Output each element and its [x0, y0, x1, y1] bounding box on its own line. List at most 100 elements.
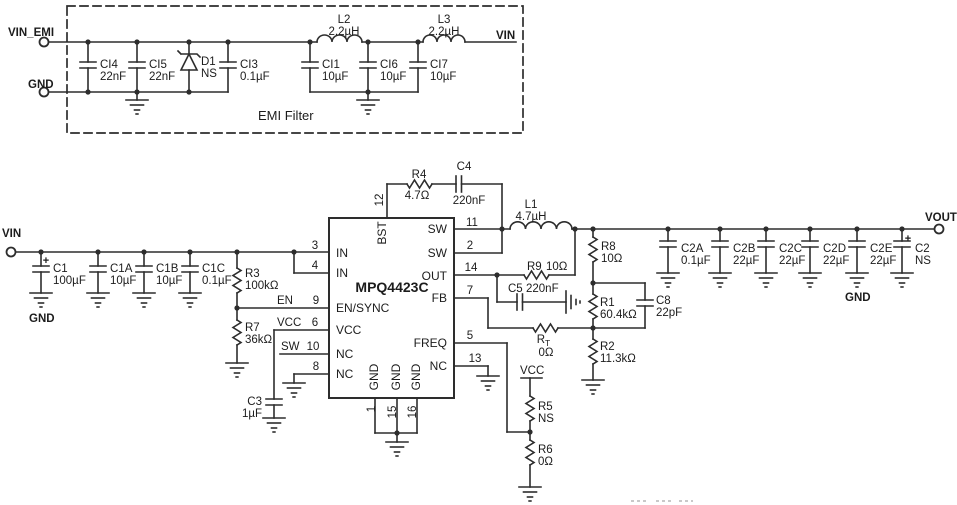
val-RT: 0Ω — [539, 347, 554, 359]
ref-C1: C1 — [53, 263, 68, 275]
pin-number-2: 2 — [467, 240, 473, 252]
out-sense-network — [453, 228, 581, 314]
val-L2: 2.2µH — [329, 26, 360, 38]
ic-pin-name-sw2: SW — [428, 246, 448, 260]
ref-R9: R9 — [527, 261, 542, 273]
ref-C2C: C2C — [779, 243, 802, 255]
val-C2: NS — [915, 255, 931, 267]
ref-C2: C2 — [915, 243, 930, 255]
val-R8: 10Ω — [601, 253, 623, 265]
ref-R5: R5 — [538, 401, 553, 413]
fb-network — [453, 297, 594, 333]
ref-R1: R1 — [600, 297, 615, 309]
vin-emi-terminal — [38, 36, 50, 48]
vin-net-label-emi: VIN — [496, 30, 515, 42]
emi-filter-title: EMI Filter — [258, 108, 314, 123]
pin-number-8: 8 — [313, 361, 319, 373]
val-R9: 10Ω — [546, 261, 568, 273]
vout-terminal-label: VOUT — [925, 212, 957, 224]
ic-pin-name-vcc: VCC — [336, 323, 362, 337]
val-R4: 4.7Ω — [405, 190, 430, 202]
ref-R8: R8 — [601, 241, 616, 253]
val-C1C: 0.1µF — [202, 275, 232, 287]
capacitor-CI1 — [301, 41, 319, 93]
vcc2-net-label: VCC — [520, 365, 544, 377]
ref-L3: L3 — [438, 14, 451, 26]
ref-C2A: C2A — [681, 243, 704, 255]
ic-pin-name-nc10: NC — [336, 347, 354, 361]
ref-CI4: CI4 — [100, 59, 119, 71]
ref-CI5: CI5 — [149, 59, 167, 71]
val-D1: NS — [201, 68, 217, 80]
val-R2: 11.3kΩ — [600, 353, 636, 365]
val-C2C: 22µF — [779, 255, 805, 267]
ref-R3: R3 — [245, 268, 260, 280]
val-R6: 0Ω — [538, 456, 553, 468]
freq-wire — [453, 342, 531, 433]
val-C2E: 22µF — [870, 255, 896, 267]
ref-CI7: CI7 — [430, 59, 448, 71]
ref-L1: L1 — [525, 199, 538, 211]
pin-number-16: 16 — [407, 406, 419, 419]
val-C1A: 10µF — [110, 275, 136, 287]
capacitor-CI3 — [219, 41, 237, 93]
val-CI7: 10µF — [430, 71, 456, 83]
ref-RT-subscript: T — [545, 338, 550, 348]
ref-CI1: CI1 — [322, 59, 340, 71]
ref-C3: C3 — [247, 396, 262, 408]
ic-pin-name-gnd16: GND — [409, 363, 423, 390]
ref-R2: R2 — [600, 341, 615, 353]
pin-number-5: 5 — [467, 330, 473, 342]
c1-polarity-plus: + — [43, 255, 49, 267]
val-R7: 36kΩ — [245, 334, 273, 346]
emi-filter-dashed-box — [66, 5, 524, 134]
pin2-wire — [453, 228, 503, 254]
c2-polarity-plus: + — [905, 233, 911, 245]
ic-pin-name-nc8: NC — [336, 367, 354, 381]
ref-L2: L2 — [338, 14, 351, 26]
main-converter-section — [5, 175, 945, 502]
pin-number-1: 1 — [366, 406, 378, 412]
sw-net-label: SW — [281, 341, 300, 353]
val-CI1: 10µF — [322, 71, 348, 83]
vout-terminal — [933, 223, 945, 235]
ic-pin-name-in1: IN — [336, 246, 348, 260]
vin-terminal — [5, 246, 17, 258]
pin-number-7: 7 — [467, 285, 473, 297]
ic-pin-name-sw11: SW — [428, 222, 448, 236]
inductor-L1 — [509, 221, 573, 230]
ic-pin-name-nc13: NC — [430, 359, 448, 373]
ref-R7: R7 — [245, 322, 260, 334]
ref-C1B: C1B — [156, 263, 179, 275]
pin-number-12: 12 — [374, 194, 386, 207]
pin-number-10: 10 — [307, 341, 320, 353]
pin-number-6: 6 — [312, 317, 318, 329]
capacitor-CI7 — [409, 41, 427, 93]
val-C3: 1µF — [242, 408, 262, 420]
pin-number-11: 11 — [466, 217, 478, 229]
val-C2A: 0.1µF — [681, 255, 711, 267]
ref-R6: R6 — [538, 444, 553, 456]
pin-number-9: 9 — [313, 295, 319, 307]
inductor-L2 — [316, 34, 363, 43]
vin-terminal-label: VIN — [2, 228, 21, 240]
val-C2D: 22µF — [823, 255, 849, 267]
ref-D1: D1 — [201, 56, 216, 68]
val-CI3: 0.1µF — [240, 71, 270, 83]
ref-C1C: C1C — [202, 263, 225, 275]
ref-CI6: CI6 — [380, 59, 398, 71]
val-R1: 60.4kΩ — [600, 309, 637, 321]
pin8-ground — [282, 373, 330, 398]
en-net-label: EN — [277, 295, 293, 307]
val-C5: 220nF — [526, 283, 559, 295]
pin13-ground — [453, 365, 500, 391]
capacitor-CI5 — [128, 41, 146, 93]
gnd-emi-terminal — [38, 86, 50, 98]
ref-C4: C4 — [457, 161, 472, 173]
ref-C2B: C2B — [733, 243, 756, 255]
val-C1: 100µF — [53, 275, 86, 287]
ref-R4: R4 — [412, 169, 427, 181]
val-R5: NS — [538, 413, 554, 425]
ic-pin-name-out: OUT — [422, 269, 448, 283]
